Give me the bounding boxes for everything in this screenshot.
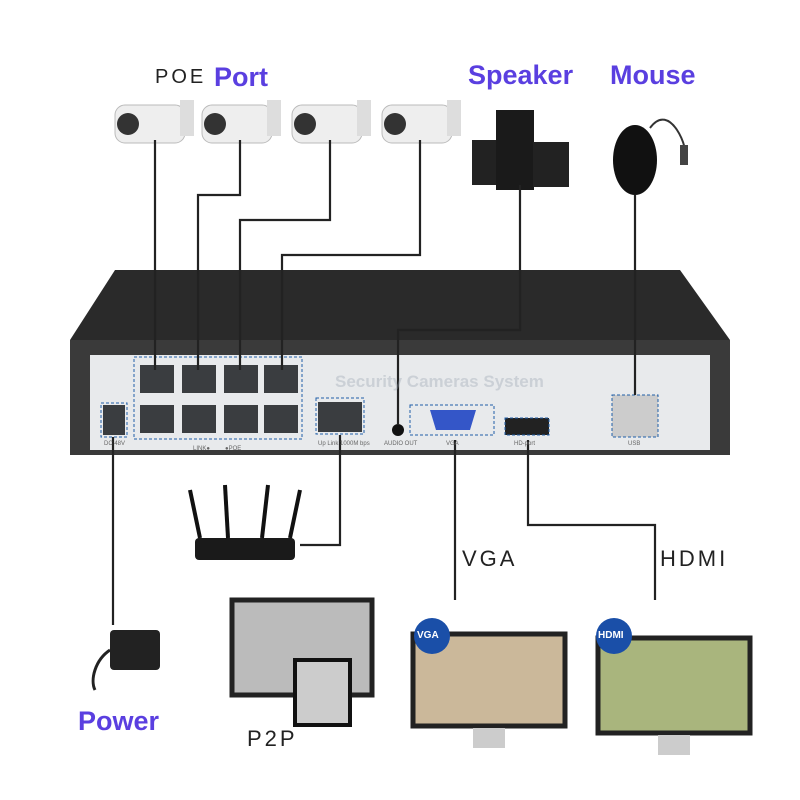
mouse-label: Mouse [610,60,696,90]
hdmi-badge-text: HDMI [598,630,624,641]
camera-icon [291,100,371,144]
speaker-icon [472,110,569,190]
port-label: Port [214,62,268,92]
panel-hdport: HD-port [514,441,536,447]
panel-uplink: Up Link 1000M bps [318,441,370,447]
cables [111,140,657,625]
panel-poe: ●POE [225,446,242,452]
camera-icon [201,100,281,144]
hdmi-badge [596,618,632,654]
panel-audio: AUDIO OUT [384,441,418,447]
audio-port [392,424,404,436]
poe-label: POE [155,66,207,88]
watermark: Security Cameras System [335,372,544,391]
vga-port [430,410,476,430]
mouse-icon [613,118,688,195]
nvr-top [70,270,730,340]
power-adapter-icon [91,630,160,691]
camera-icons [114,100,461,144]
hdmi-monitor-icon [595,635,753,755]
uplink-port [318,402,362,432]
usb-ports [611,394,659,438]
power-label: Power [78,706,160,736]
vga-badge-text: VGA [417,630,439,641]
dc-port [103,405,125,435]
speaker-label: Speaker [468,60,574,90]
vga-label: VGA [462,546,518,571]
panel-usb: USB [628,441,641,447]
panel-link: LINK● [193,446,210,452]
camera-icon [114,100,194,144]
router-icon [188,484,302,560]
hdmi-label: HDMI [660,546,729,571]
p2p-label: P2P [247,726,298,751]
p2p-devices-icon [229,597,375,727]
panel-dc: DC 48V [104,441,126,447]
hdmi-port [504,417,550,436]
vga-badge [414,618,450,654]
panel-vga: VGA [446,441,459,447]
camera-icon [381,100,461,144]
